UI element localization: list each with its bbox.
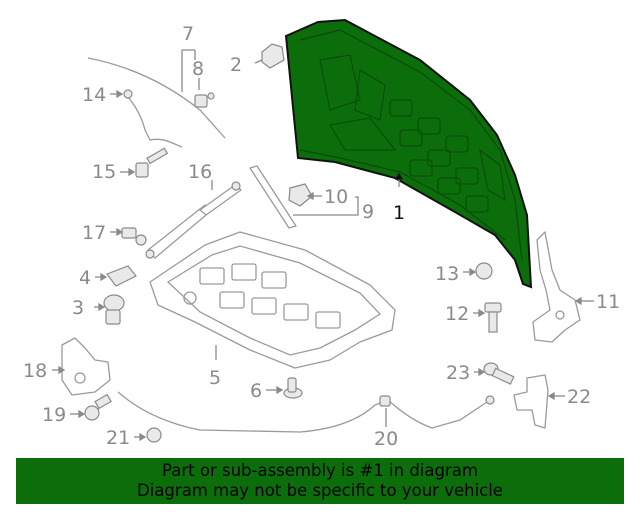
bolt-part-12[interactable] bbox=[484, 302, 502, 333]
callout-13: 13 bbox=[435, 263, 459, 285]
callout-3: 3 bbox=[72, 297, 84, 319]
callout-20: 20 bbox=[374, 428, 398, 450]
banner-line-1: Part or sub-assembly is #1 in diagram bbox=[162, 461, 478, 480]
callout-16: 16 bbox=[188, 161, 212, 183]
leader-lines bbox=[52, 49, 594, 442]
bolt-part-23[interactable] bbox=[483, 362, 515, 385]
banner-line-2: Diagram may not be specific to your vehi… bbox=[137, 481, 503, 500]
prop-rod-part-9[interactable] bbox=[249, 165, 297, 229]
callout-2: 2 bbox=[230, 54, 242, 76]
clip-part-14[interactable] bbox=[123, 89, 133, 99]
callout-5: 5 bbox=[209, 367, 221, 389]
callout-17: 17 bbox=[82, 222, 106, 244]
callout-18: 18 bbox=[23, 360, 47, 382]
clip-part-3[interactable] bbox=[103, 294, 125, 325]
callout-8: 8 bbox=[192, 58, 204, 80]
info-banner: Part or sub-assembly is #1 in diagram Di… bbox=[16, 458, 624, 504]
clip-part-4[interactable] bbox=[106, 265, 137, 287]
bumper-part-2[interactable] bbox=[261, 43, 285, 69]
fastener-part-8[interactable] bbox=[194, 92, 215, 108]
grommet-part-10[interactable] bbox=[288, 183, 313, 207]
bracket-part-22[interactable] bbox=[513, 374, 549, 429]
hood-part-1[interactable] bbox=[284, 18, 533, 289]
cable-part-20[interactable] bbox=[117, 391, 495, 433]
callout-22: 22 bbox=[567, 386, 591, 408]
callout-12: 12 bbox=[445, 303, 469, 325]
callout-23: 23 bbox=[446, 362, 470, 384]
bolt-part-19[interactable] bbox=[84, 393, 112, 421]
hinge-part-11[interactable] bbox=[532, 231, 581, 343]
latch-part-18[interactable] bbox=[61, 337, 111, 396]
pin-part-17[interactable] bbox=[121, 227, 147, 246]
parts-diagram: 1 2 3 4 5 6 7 8 9 10 11 12 13 14 15 16 1… bbox=[23, 18, 620, 450]
callout-15: 15 bbox=[92, 161, 116, 183]
callout-7: 7 bbox=[182, 23, 194, 45]
callout-14: 14 bbox=[82, 84, 106, 106]
clip-part-6[interactable] bbox=[283, 377, 303, 399]
strut-part-16[interactable] bbox=[145, 181, 242, 259]
clip-part-21[interactable] bbox=[146, 427, 162, 443]
callout-9: 9 bbox=[362, 201, 374, 223]
callout-4: 4 bbox=[79, 267, 91, 289]
callout-1: 1 bbox=[393, 202, 405, 224]
callout-11: 11 bbox=[596, 291, 620, 313]
callout-21: 21 bbox=[106, 427, 130, 449]
insulator-part-5[interactable] bbox=[149, 231, 396, 369]
callout-19: 19 bbox=[42, 404, 66, 426]
callout-6: 6 bbox=[250, 380, 262, 402]
callout-10: 10 bbox=[324, 186, 348, 208]
bolt-part-15[interactable] bbox=[135, 147, 169, 178]
nut-part-13[interactable] bbox=[475, 262, 493, 280]
callout-labels: 1 2 3 4 5 6 7 8 9 10 11 12 13 14 15 16 1… bbox=[23, 23, 620, 450]
